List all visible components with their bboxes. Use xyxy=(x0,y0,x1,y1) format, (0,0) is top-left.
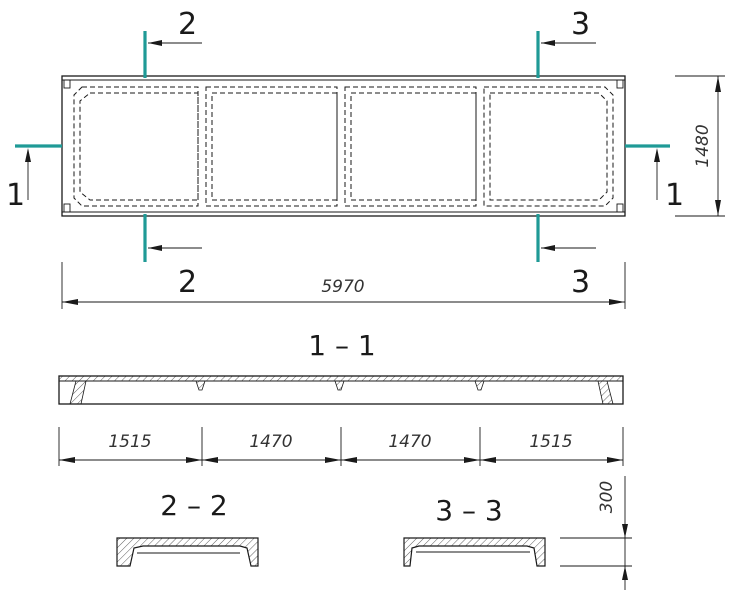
dim-segment-4: 1515 xyxy=(529,432,572,452)
hidden-ribs xyxy=(73,86,614,207)
dim-overall-length: 5970 xyxy=(321,277,364,297)
section-1-hatched-shell xyxy=(58,375,624,405)
seg-arrow-e xyxy=(341,457,357,463)
dim-segment-2: 1470 xyxy=(249,432,292,452)
section-3-shape xyxy=(403,537,546,567)
section-3-title: 3 – 3 xyxy=(435,494,502,527)
seg-arrow-h xyxy=(607,457,623,463)
seg-arrow-c xyxy=(202,457,218,463)
cut-arrow-3-bottom-head xyxy=(541,245,555,251)
plan-view: 1 1 2 3 2 3 5970 14 xyxy=(6,7,725,309)
seg-arrow-d xyxy=(325,457,341,463)
section-2-title: 2 – 2 xyxy=(160,489,227,522)
cut-arrow-1-right-head xyxy=(654,148,660,162)
section-2-2: 2 – 2 xyxy=(116,489,259,567)
section-1-1: 1 – 1 1515 1470 1470 1515 xyxy=(58,329,624,466)
cut-mark-top-left-number: 2 xyxy=(178,7,197,42)
cut-mark-left-number: 1 xyxy=(6,178,25,213)
dim-section-height: 300 xyxy=(597,481,617,513)
cut-mark-top-right-number: 3 xyxy=(571,7,590,42)
seg-arrow-f xyxy=(464,457,480,463)
slab-outline xyxy=(61,75,626,217)
cut-arrow-2-top-head xyxy=(148,40,162,46)
cut-mark-bottom-left-number: 2 xyxy=(178,265,197,300)
dim-length-arrow-right xyxy=(609,299,625,305)
corner-lug-br xyxy=(616,203,624,213)
dim-height-arrow-bottom xyxy=(622,566,628,580)
dim-segment-1: 1515 xyxy=(108,432,151,452)
cut-arrow-1-left-head xyxy=(25,148,31,162)
dim-length-arrow-left xyxy=(62,299,78,305)
dim-segment-3: 1470 xyxy=(388,432,431,452)
cut-arrow-2-bottom-head xyxy=(148,245,162,251)
cut-mark-right-number: 1 xyxy=(665,178,684,213)
section-1-title: 1 – 1 xyxy=(308,329,375,362)
section-3-3: 3 – 3 300 xyxy=(403,476,632,590)
cut-arrow-3-top-head xyxy=(541,40,555,46)
dim-width-arrow-top xyxy=(715,76,721,92)
section-2-shape xyxy=(116,537,259,567)
cut-mark-bottom-right-number: 3 xyxy=(571,265,590,300)
dim-height-arrow-top xyxy=(622,524,628,538)
seg-arrow-b xyxy=(186,457,202,463)
dim-overall-width: 1480 xyxy=(693,124,713,167)
corner-lug-tl xyxy=(63,79,71,89)
corner-lug-bl xyxy=(63,203,71,213)
dim-width-arrow-bottom xyxy=(715,200,721,216)
corner-lug-tr xyxy=(616,79,624,89)
seg-arrow-a xyxy=(59,457,75,463)
seg-arrow-g xyxy=(480,457,496,463)
